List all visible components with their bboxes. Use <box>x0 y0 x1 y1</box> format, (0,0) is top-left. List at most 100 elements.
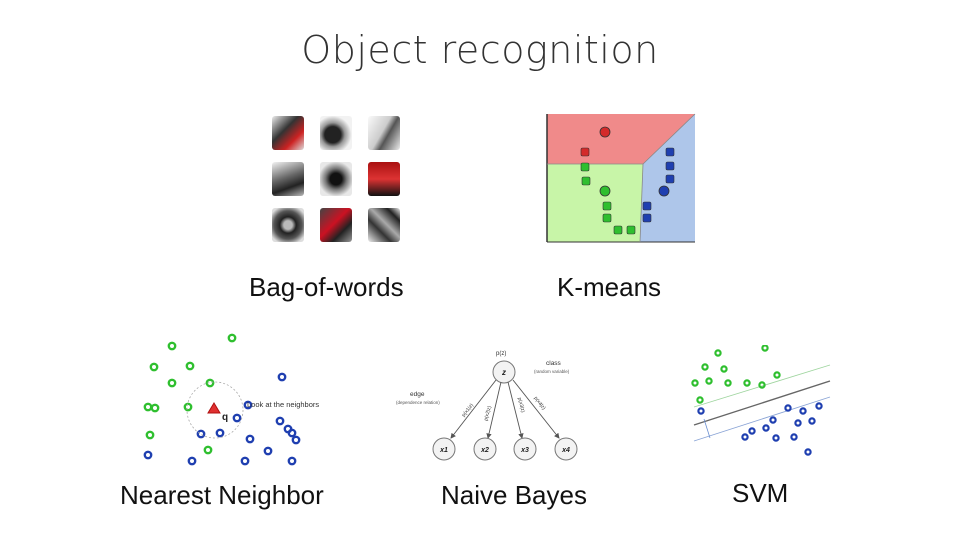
motorbike-patch <box>320 208 352 242</box>
kmeans-green-point <box>626 225 636 235</box>
nn-green-point <box>149 362 159 372</box>
motorbike-patch <box>368 208 400 242</box>
svm-blue-point <box>794 419 802 427</box>
svm-green-point <box>724 379 732 387</box>
nn-blue-point <box>196 429 206 439</box>
caption-kmeans: K-means <box>557 272 662 302</box>
svm-green-point <box>691 379 699 387</box>
motorbike-patch <box>320 116 352 150</box>
nb-leaf-node <box>432 437 456 461</box>
nn-green-point <box>145 430 155 440</box>
svm-margin-line-upper <box>693 364 831 408</box>
nn-blue-point <box>240 456 250 466</box>
caption-bag-of-words: Bag-of-words <box>249 272 404 302</box>
svm-blue-point <box>790 433 798 441</box>
nb-root-node-label: z <box>501 368 506 377</box>
nn-green-point <box>150 403 160 413</box>
nearest-neighbor-plot: q Look at the neighbors <box>143 333 319 466</box>
nb-leaf-label: x1 <box>439 447 448 454</box>
nn-green-point <box>167 341 177 351</box>
slide-title: Object recognition <box>301 28 659 72</box>
nb-edge-prob: p(x3|z) <box>516 397 526 414</box>
svm-blue-point <box>748 427 756 435</box>
svm-plot <box>691 345 831 456</box>
bag-of-words-image-grid <box>272 116 404 244</box>
motorbike-patch <box>272 208 304 242</box>
nn-blue-point <box>291 435 301 445</box>
caption-naive-bayes: Naive Bayes <box>441 480 587 510</box>
naive-bayes-diagram: p(z) class (random variable) edge (depen… <box>396 351 578 461</box>
svm-green-point <box>758 381 766 389</box>
caption-nearest-neighbor: Nearest Neighbor <box>120 480 324 510</box>
nn-green-point <box>143 402 153 412</box>
nb-leaf-label: x2 <box>480 447 489 454</box>
nb-edge-prob: p(x2|z) <box>483 405 493 422</box>
nb-leaf-node <box>473 437 497 461</box>
nn-green-point <box>203 445 213 455</box>
svm-green-point <box>773 371 781 379</box>
svm-blue-point <box>799 407 807 415</box>
nn-green-point <box>183 402 193 412</box>
nn-annotation: Look at the neighbors <box>247 400 319 409</box>
caption-svm: SVM <box>732 478 789 508</box>
nb-root-node <box>492 360 516 384</box>
nn-blue-point <box>243 400 253 410</box>
kmeans-blue-point <box>642 201 652 211</box>
nn-blue-point <box>263 446 273 456</box>
nn-blue-point <box>275 416 285 426</box>
svm-blue-point <box>769 416 777 424</box>
svm-blue-point <box>762 424 770 432</box>
motorbike-patch <box>320 162 352 196</box>
nn-green-point <box>167 378 177 388</box>
nb-edge-prob: p(x4|z) <box>532 396 546 412</box>
motorbike-patch <box>368 116 400 150</box>
kmeans-red-point <box>580 147 590 157</box>
nn-blue-point <box>287 456 297 466</box>
svm-blue-point <box>815 402 823 410</box>
kmeans-blue-centroid <box>658 185 670 197</box>
nn-blue-point <box>215 428 225 438</box>
nn-blue-point <box>287 428 297 438</box>
nb-class-sub: (random variable) <box>534 369 570 374</box>
motorbike-patch <box>368 162 400 196</box>
nn-green-point <box>205 378 215 388</box>
kmeans-green-point <box>602 201 612 211</box>
svm-blue-point <box>772 434 780 442</box>
nn-blue-point <box>277 372 287 382</box>
kmeans-blue-point <box>665 174 675 184</box>
nb-leaf-label: x3 <box>520 447 529 454</box>
svm-blue-point <box>741 433 749 441</box>
nb-edge-label: edge <box>410 391 425 398</box>
kmeans-blue-point <box>642 213 652 223</box>
svm-green-point <box>696 396 704 404</box>
nn-green-point <box>185 361 195 371</box>
kmeans-green-point <box>613 225 623 235</box>
nn-blue-point <box>232 413 242 423</box>
svm-blue-point <box>784 404 792 412</box>
kmeans-green-region <box>547 164 643 242</box>
nn-blue-point <box>143 450 153 460</box>
svm-green-point <box>701 363 709 371</box>
svm-green-point <box>743 379 751 387</box>
nn-blue-point <box>245 434 255 444</box>
kmeans-green-point <box>581 176 591 186</box>
nn-green-point <box>227 333 237 343</box>
kmeans-green-centroid <box>599 185 611 197</box>
kmeans-blue-point <box>665 147 675 157</box>
nn-query-marker <box>207 402 221 414</box>
kmeans-blue-point <box>665 161 675 171</box>
nb-leaf-label: x4 <box>561 447 570 454</box>
nn-query-label: q <box>222 412 228 423</box>
motorbike-patch <box>272 162 304 196</box>
nn-blue-point <box>187 456 197 466</box>
svm-margin-indicator <box>703 418 711 439</box>
kmeans-green-point <box>602 213 612 223</box>
nb-root-prob: p(z) <box>496 351 506 357</box>
nb-leaf-node <box>554 437 578 461</box>
kmeans-plot <box>546 113 696 243</box>
nb-class-label: class <box>546 360 562 367</box>
svm-blue-point <box>697 407 705 415</box>
svm-decision-boundary <box>693 380 831 426</box>
motorbike-patch <box>272 116 304 150</box>
nb-leaf-node <box>513 437 537 461</box>
